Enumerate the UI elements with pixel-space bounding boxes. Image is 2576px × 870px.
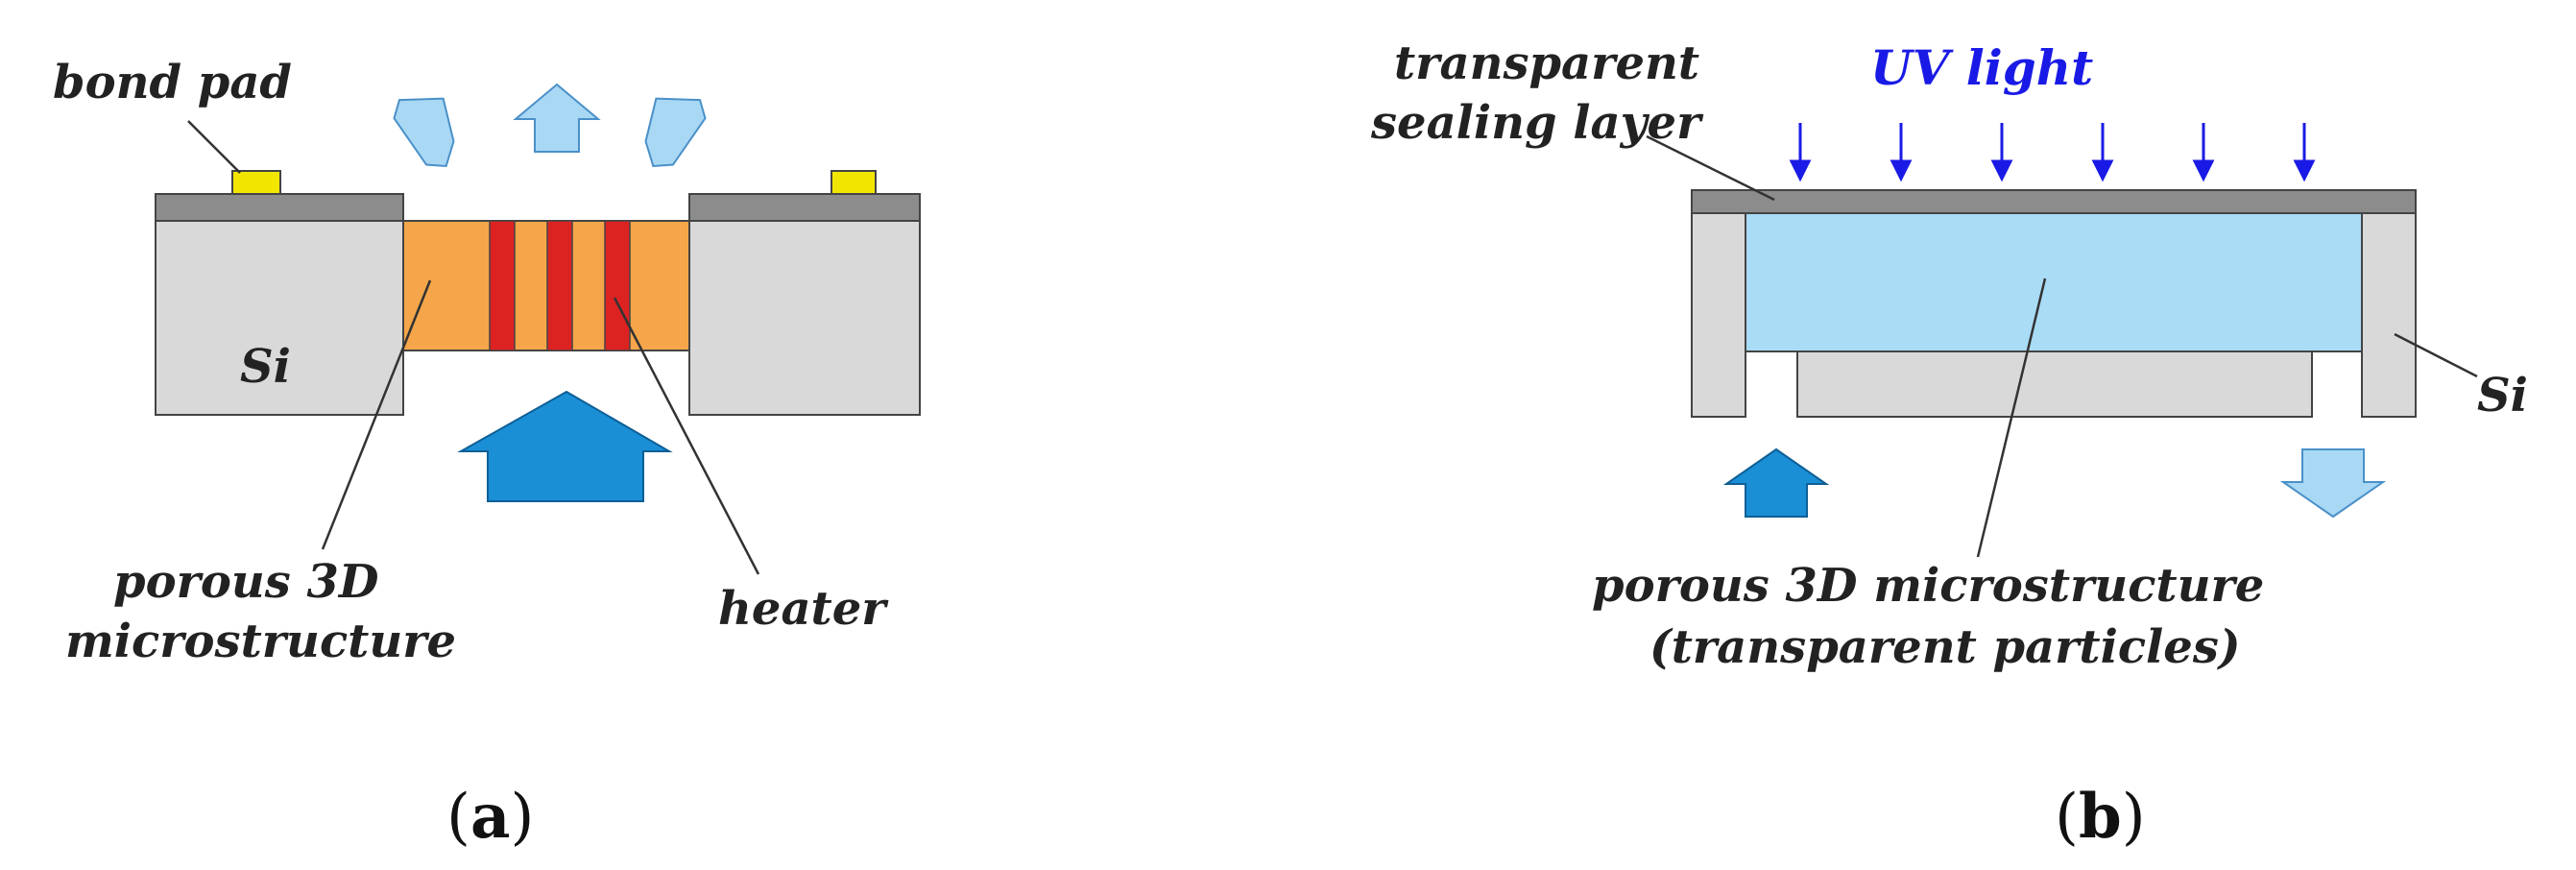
leader-heater bbox=[613, 297, 760, 575]
caption-a-open: ( bbox=[446, 782, 470, 853]
panel-a: bond pad Si porous 3D microstructure hea… bbox=[53, 56, 921, 853]
caption-b-open: ( bbox=[2055, 782, 2079, 853]
uv-arrow-5-icon bbox=[2192, 159, 2215, 182]
label-uv-light: UV light bbox=[1870, 39, 2093, 96]
uv-arrow-3-icon bbox=[1990, 159, 2013, 182]
label-porous-b-line1: porous 3D microstructure bbox=[1592, 559, 2264, 613]
heater-strip-3 bbox=[604, 220, 631, 351]
leader-porous-b bbox=[1976, 278, 2047, 558]
bond-pad-right bbox=[831, 170, 877, 195]
arrow-out-right-icon bbox=[644, 97, 707, 168]
uv-arrow-6-icon bbox=[2293, 159, 2316, 182]
label-si-a: Si bbox=[240, 340, 291, 394]
arrow-inlet-icon bbox=[1722, 447, 1830, 518]
caption-b: (b) bbox=[2055, 781, 2146, 853]
uv-arrows bbox=[1789, 123, 2316, 182]
porous-microstructure-blue bbox=[1745, 212, 2363, 352]
label-sealing-line2: sealing layer bbox=[1370, 96, 1704, 150]
si-block-left bbox=[155, 220, 404, 416]
leader-porous-a bbox=[321, 279, 432, 550]
label-porous-a-line2: microstructure bbox=[65, 615, 456, 668]
si-bottom-plate bbox=[1796, 350, 2313, 418]
label-si-b: Si bbox=[2477, 369, 2528, 423]
label-porous-a-line1: porous 3D bbox=[113, 555, 379, 609]
si-block-right bbox=[688, 220, 921, 416]
caption-a-letter: a bbox=[470, 781, 510, 853]
caption-a-close: ) bbox=[510, 782, 534, 853]
arrow-outlet-icon bbox=[2279, 448, 2387, 519]
si-post-left bbox=[1691, 212, 1746, 418]
top-layer-right bbox=[688, 193, 921, 222]
arrow-out-up-icon bbox=[513, 83, 601, 153]
leader-sealing bbox=[1646, 134, 1775, 202]
top-layer-left bbox=[155, 193, 404, 222]
caption-b-close: ) bbox=[2122, 782, 2146, 853]
uv-arrow-2-icon bbox=[1890, 159, 1913, 182]
uv-arrow-1-icon bbox=[1789, 159, 1812, 182]
heater-strip-1 bbox=[489, 220, 516, 351]
label-sealing-line1: transparent bbox=[1394, 36, 1699, 90]
leader-bond-pad bbox=[187, 120, 241, 174]
panel-b: transparent sealing layer UV light Si po… bbox=[1370, 36, 2528, 853]
leader-si-b bbox=[2394, 332, 2478, 378]
si-post-right bbox=[2361, 212, 2417, 418]
porous-microstructure-orange bbox=[402, 220, 690, 351]
heater-strip-2 bbox=[546, 220, 573, 351]
bond-pad-left bbox=[231, 170, 281, 195]
caption-a: (a) bbox=[446, 781, 534, 853]
uv-arrow-4-icon bbox=[2091, 159, 2114, 182]
caption-b-letter: b bbox=[2079, 781, 2122, 853]
label-porous-b-line2: (transparent particles) bbox=[1649, 620, 2241, 674]
sealing-layer bbox=[1691, 189, 2417, 214]
arrow-in-up-icon bbox=[457, 390, 673, 502]
label-heater: heater bbox=[718, 582, 889, 636]
label-bond-pad: bond pad bbox=[53, 56, 292, 109]
arrow-out-left-icon bbox=[393, 97, 455, 168]
